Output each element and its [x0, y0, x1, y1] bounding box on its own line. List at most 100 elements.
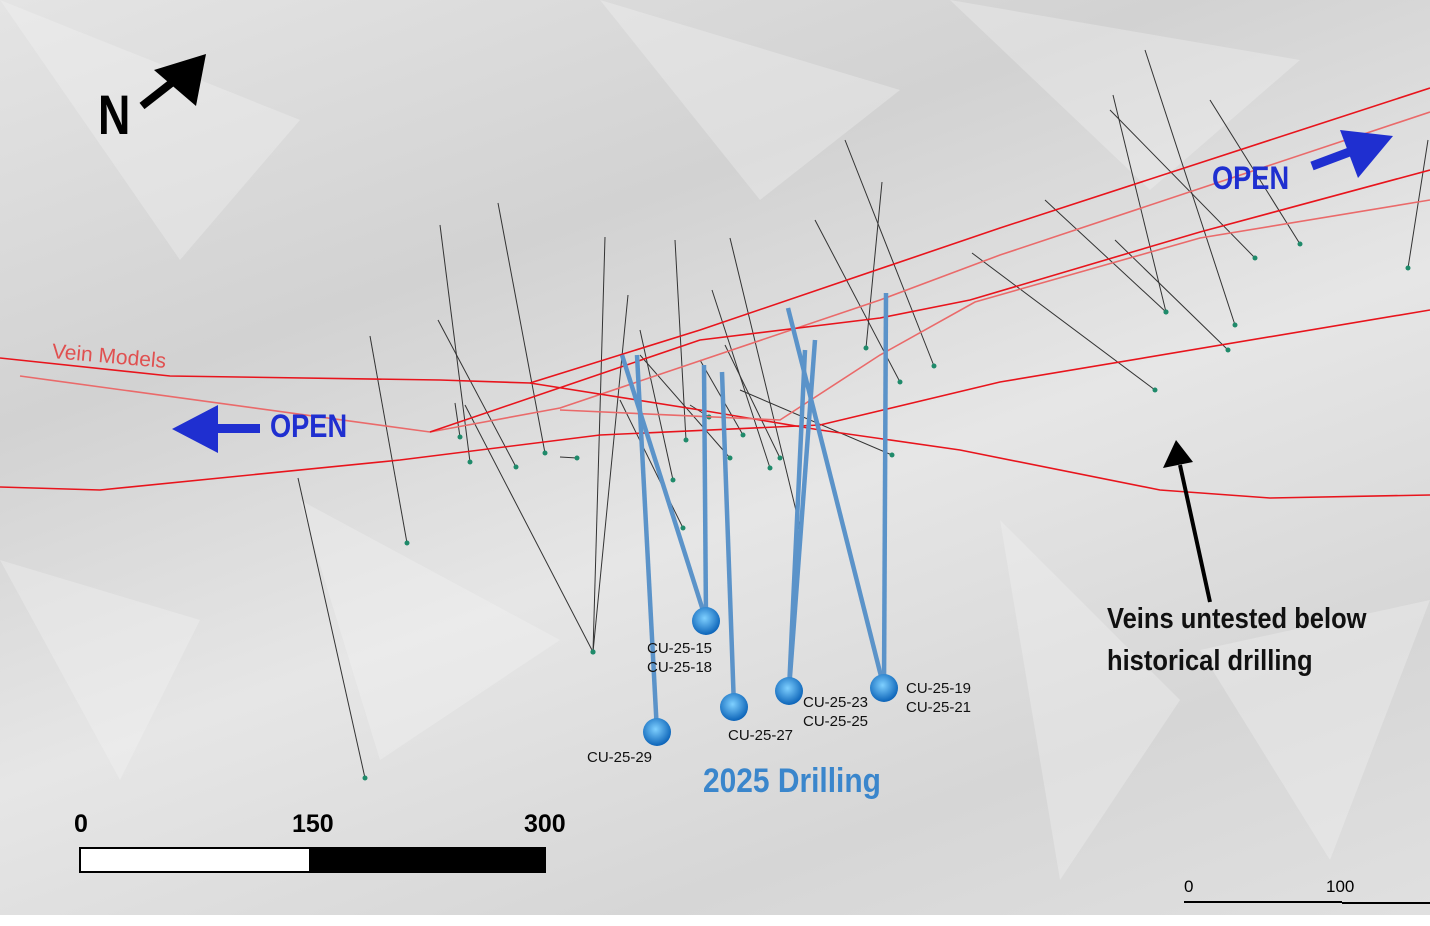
terrain-facet	[300, 500, 560, 760]
vein-model-lines	[0, 87, 1430, 499]
historical-drill-trace	[639, 329, 674, 481]
untested-line-2: historical drilling	[1107, 645, 1313, 677]
drill-collar-dot	[1252, 255, 1258, 261]
drill-collar-dot	[1152, 387, 1158, 393]
historical-drill-trace	[439, 224, 471, 463]
drill-collar-sphere	[775, 677, 803, 705]
historical-drill-trace	[729, 237, 801, 528]
historical-drill-trace	[437, 319, 517, 468]
drill-collar-sphere	[643, 718, 671, 746]
historical-drill-trace	[592, 236, 606, 653]
drill-trace-2025	[785, 307, 887, 689]
drill-trace-2025	[619, 354, 709, 621]
open-west-label: OPEN	[270, 408, 348, 444]
drill-traces-2025	[619, 292, 898, 746]
drill-collar-dot	[683, 437, 689, 443]
historical-drill-trace	[619, 399, 684, 529]
vein-model-line	[429, 169, 1430, 433]
drill-collar-dot	[889, 452, 895, 458]
drill-trace-2025	[881, 292, 889, 689]
drill-collar-dot	[931, 363, 937, 369]
drill-trace-2025	[634, 354, 660, 733]
drill-collar-dot	[1163, 309, 1169, 315]
drill-collar-sphere	[870, 674, 898, 702]
drill-collar-sphere	[692, 607, 720, 635]
historical-drill-trace	[865, 181, 883, 349]
scale-bar	[79, 847, 546, 873]
drill-collar-sphere	[720, 693, 748, 721]
open-east-label: OPEN	[1212, 160, 1290, 196]
drill-collar-dot	[542, 450, 548, 456]
terrain-facet	[950, 0, 1300, 190]
hole-label-27: CU-25-27	[728, 727, 794, 744]
drill-trace-2025	[701, 364, 709, 621]
historical-drill-trace	[1114, 239, 1229, 351]
historical-drill-trace	[497, 202, 546, 454]
drilling-2025-label: 2025 Drilling	[703, 762, 881, 800]
hole-label-29: CU-25-29	[587, 749, 653, 766]
historical-drill-trace	[724, 344, 781, 459]
historical-drill-trace	[297, 477, 366, 779]
terrain-facet	[1200, 600, 1430, 860]
historical-drill-trace	[1112, 94, 1167, 313]
drill-collar-dot	[740, 432, 746, 438]
terrain-facet	[0, 0, 300, 260]
terrain-facet	[1000, 520, 1180, 880]
vein-model-line	[19, 111, 1430, 433]
drill-trace-2025	[786, 349, 808, 691]
historical-drill-trace	[639, 354, 731, 459]
small-scale-tick-100: 100	[1326, 877, 1355, 896]
drill-collar-dot	[362, 775, 368, 781]
drill-collar-dot	[767, 465, 773, 471]
drill-collar-dot	[467, 459, 473, 465]
scale-tick-300: 300	[524, 810, 566, 838]
historical-drill-trace	[971, 252, 1156, 391]
drill-collar-dot	[590, 649, 596, 655]
north-label: N	[98, 83, 131, 146]
north-arrow-icon	[139, 54, 206, 110]
historical-drill-trace	[1044, 199, 1167, 313]
historical-drill-trace	[559, 456, 578, 459]
untested-arrow-icon	[1163, 440, 1212, 603]
historical-drill-trace	[464, 404, 594, 653]
drill-collar-dot	[670, 477, 676, 483]
terrain-facet	[0, 560, 200, 780]
drill-collar-dot	[404, 540, 410, 546]
historical-drill-trace	[369, 335, 408, 544]
drill-collar-dot	[1405, 265, 1411, 271]
drill-collar-dot	[777, 455, 783, 461]
vein-model-line	[529, 382, 1430, 499]
vein-model-line	[0, 309, 1430, 491]
historical-drill-trace	[844, 139, 935, 367]
untested-line-1: Veins untested below	[1107, 603, 1367, 635]
drill-collar-dot	[457, 434, 463, 440]
drill-collar-dot	[1225, 347, 1231, 353]
drill-collar-dot	[1297, 241, 1303, 247]
open-west-arrow-icon	[172, 405, 260, 453]
terrain-shading	[0, 0, 1430, 880]
drill-collar-dot	[513, 464, 519, 470]
historical-drill-trace	[674, 239, 687, 441]
drill-trace-2025	[719, 371, 737, 708]
historical-drill-trace	[1407, 139, 1429, 269]
drill-collar-dot	[727, 455, 733, 461]
open-east-arrow-icon	[1310, 130, 1393, 178]
scale-tick-0: 0	[74, 810, 88, 838]
scale-tick-150: 150	[292, 810, 334, 838]
small-scale-bar	[1184, 901, 1430, 904]
drill-collar-dot	[897, 379, 903, 385]
historical-drill-trace	[454, 402, 461, 438]
drill-collar-dot	[863, 345, 869, 351]
drill-collar-dot	[574, 455, 580, 461]
untested-label: Veins untested below historical drilling	[1107, 598, 1367, 682]
vein-model-line	[559, 199, 1430, 421]
small-scale-tick-0: 0	[1184, 877, 1194, 896]
historical-drill-trace	[1209, 99, 1301, 245]
historical-drill-traces	[297, 49, 1429, 781]
historical-drill-trace	[1144, 49, 1236, 326]
drill-collar-dot	[1232, 322, 1238, 328]
